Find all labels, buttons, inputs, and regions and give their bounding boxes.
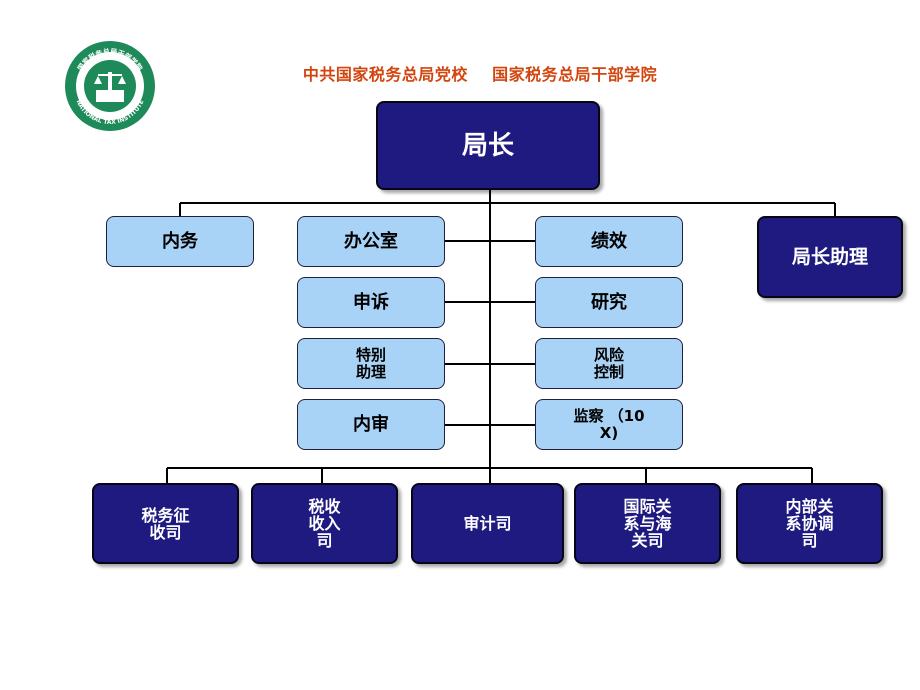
- dept-box-tax-revenue: 税收 收入 司: [251, 483, 398, 564]
- unit-label: 内务: [162, 231, 198, 252]
- dept-label: 审计司: [463, 514, 512, 533]
- unit-label: 绩效: [591, 231, 627, 252]
- unit-box-internal-affairs: 内务: [106, 216, 254, 267]
- dept-box-audit: 审计司: [411, 483, 564, 564]
- dept-label: 国际关 系与海 关司: [623, 497, 672, 550]
- unit-box-office: 办公室: [297, 216, 445, 267]
- director-box: 局长: [376, 101, 600, 190]
- dept-label: 税务征 收司: [141, 505, 190, 542]
- institute-logo: 国家税务总局干部学院 NATIONAL TAX INSTITUTE: [65, 41, 155, 131]
- dept-label: 内部关 系协调 司: [785, 497, 834, 550]
- unit-label: 监察 （10 X): [573, 406, 645, 442]
- unit-label: 风险 控制: [593, 345, 624, 381]
- unit-label: 研究: [591, 292, 627, 313]
- dept-box-tax-collection: 税务征 收司: [92, 483, 239, 564]
- unit-label: 办公室: [344, 231, 398, 252]
- unit-box-performance: 绩效: [535, 216, 683, 267]
- unit-box-appeals: 申诉: [297, 277, 445, 328]
- director-label: 局长: [461, 130, 514, 161]
- header-title: 中共国家税务总局党校 国家税务总局干部学院: [302, 65, 658, 84]
- unit-label: 内审: [353, 414, 389, 435]
- unit-box-research: 研究: [535, 277, 683, 328]
- dept-box-international-customs: 国际关 系与海 关司: [574, 483, 721, 564]
- unit-box-internal-audit: 内审: [297, 399, 445, 450]
- assistant-label: 局长助理: [791, 245, 868, 268]
- dept-label: 税收 收入 司: [308, 497, 341, 550]
- dept-box-internal-coordination: 内部关 系协调 司: [736, 483, 883, 564]
- assistant-box: 局长助理: [757, 216, 903, 298]
- unit-label: 申诉: [353, 292, 389, 313]
- unit-label: 特别 助理: [355, 345, 386, 381]
- unit-box-risk-control: 风险 控制: [535, 338, 683, 389]
- unit-box-special-assistant: 特别 助理: [297, 338, 445, 389]
- unit-box-supervision: 监察 （10 X): [535, 399, 683, 450]
